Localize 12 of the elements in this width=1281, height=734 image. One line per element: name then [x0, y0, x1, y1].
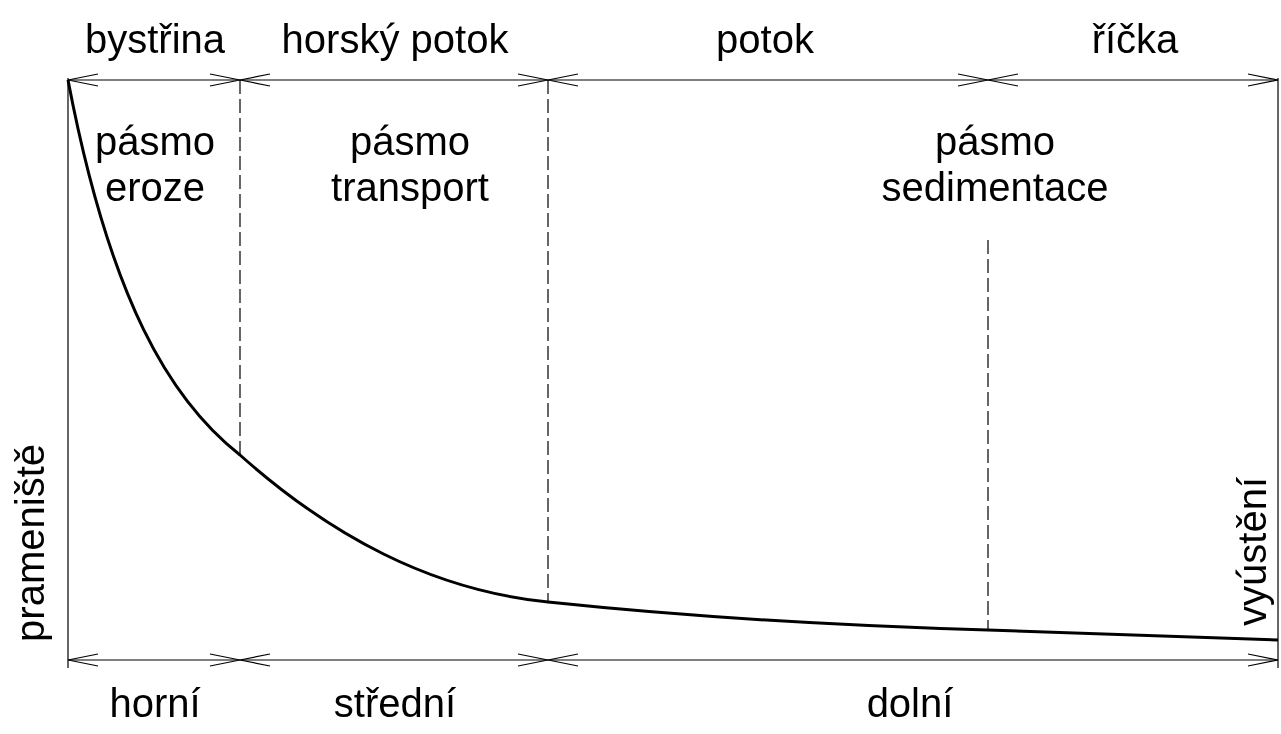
course-label: dolní: [865, 680, 955, 726]
course-label: střední: [332, 680, 458, 726]
zone-label: pásmo transport: [330, 118, 490, 210]
mouth-label: vyústění: [1229, 477, 1275, 626]
zone-label: pásmo eroze: [93, 118, 217, 210]
course-label: horní: [108, 680, 202, 726]
source-label: prameniště: [7, 444, 53, 642]
stream-type-label: bystřina: [83, 16, 227, 62]
zone-label: pásmo sedimentace: [880, 118, 1110, 210]
stream-type-label: potok: [715, 16, 815, 62]
stream-type-label: horský potok: [280, 16, 510, 62]
stream-type-label: říčka: [1090, 16, 1180, 62]
